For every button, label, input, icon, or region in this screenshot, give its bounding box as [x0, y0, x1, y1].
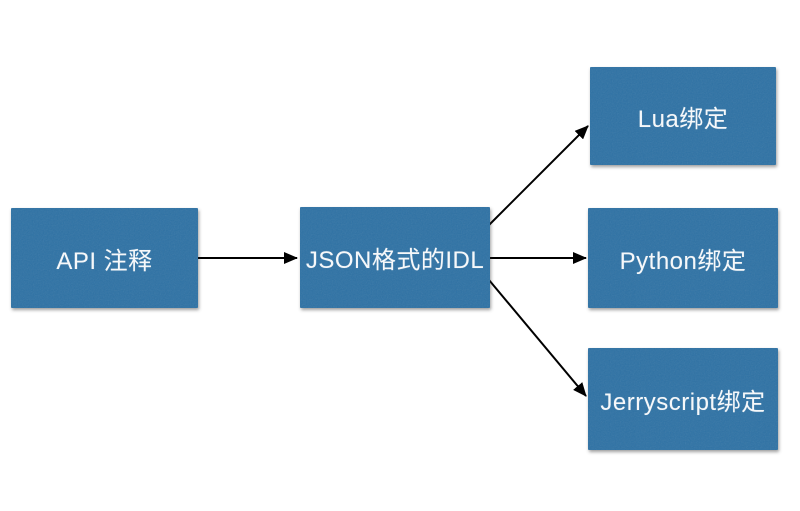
node-api-annotation-label: API 注释 [56, 247, 153, 275]
arrow-json-to-lua [488, 125, 589, 226]
node-python-binding: Python绑定 [588, 208, 778, 308]
node-python-binding-label: Python绑定 [619, 247, 747, 275]
node-json-idl: JSON格式的IDL [300, 207, 490, 308]
node-jerryscript-binding: Jerryscript绑定 [588, 348, 778, 450]
node-json-idl-label: JSON格式的IDL [305, 247, 485, 274]
node-jerryscript-binding-label: Jerryscript绑定 [600, 388, 766, 416]
node-api-annotation: API 注释 [11, 208, 198, 308]
arrow-json-to-jerryscript [488, 279, 587, 397]
node-lua-binding-label: Lua绑定 [637, 105, 729, 133]
node-lua-binding: Lua绑定 [590, 67, 776, 165]
